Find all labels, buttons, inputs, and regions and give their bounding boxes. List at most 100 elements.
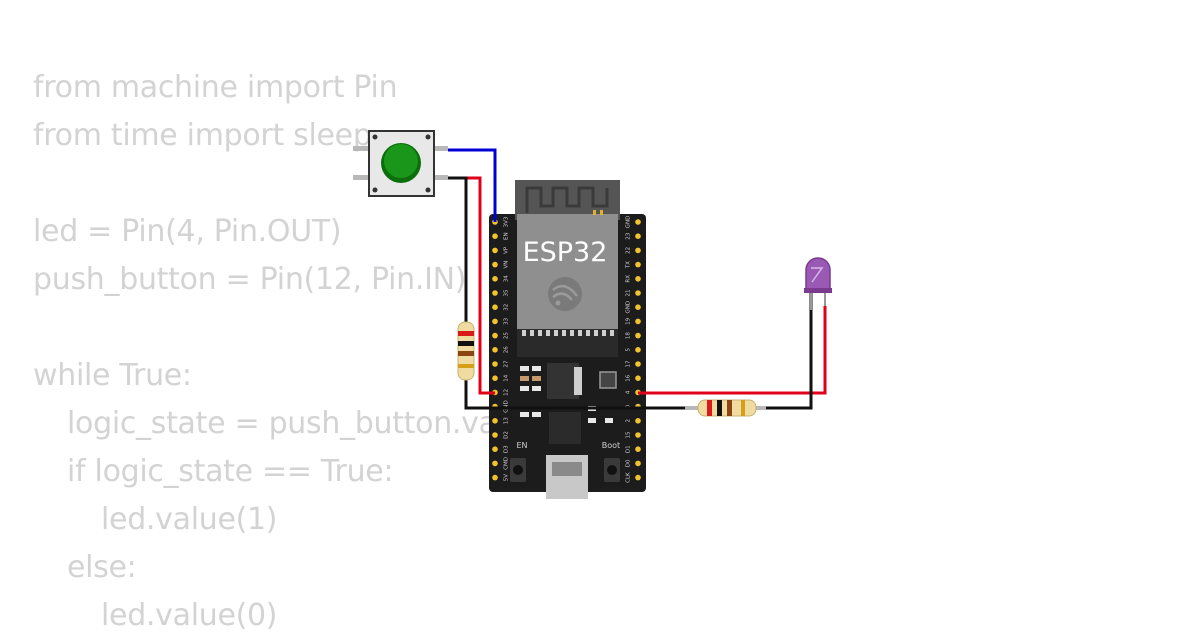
wire-blue-3v3[interactable] (448, 148, 497, 222)
resistor-lead (685, 406, 705, 410)
header-pin[interactable] (635, 347, 641, 353)
header-pin[interactable] (635, 375, 641, 382)
regulator-tab (574, 367, 582, 395)
pin-label: 17 (626, 360, 632, 367)
header-pin[interactable] (492, 304, 498, 311)
chip-castellations (522, 330, 614, 336)
wire-black-resistor-top[interactable] (448, 176, 468, 322)
wire-black-led-cathode[interactable] (762, 292, 813, 410)
pin-label: 32 (504, 304, 510, 311)
led-rim (804, 288, 832, 293)
code-line: led = Pin(4, Pin.OUT) (33, 214, 342, 249)
wire-black-gnd-rail[interactable] (464, 378, 700, 410)
button-screw (372, 134, 378, 140)
led-resistor[interactable] (685, 399, 766, 417)
resistor-band (741, 400, 745, 416)
header-pin[interactable] (492, 460, 498, 467)
pin-label: RX (626, 275, 632, 283)
pin-label: 3V3 (504, 216, 510, 227)
header-pin[interactable] (635, 446, 641, 453)
pin-label: D3 (504, 445, 510, 453)
pin-label: GND (626, 301, 632, 314)
header-pin[interactable] (635, 276, 641, 282)
button-cap-icon (384, 144, 418, 178)
pin-label: CLK (626, 472, 632, 483)
pin-label: D2 (504, 431, 510, 439)
header-pin[interactable] (635, 460, 641, 467)
pin-label: 2 (626, 419, 632, 423)
chip-shield (517, 214, 618, 329)
header-pin[interactable] (635, 219, 641, 225)
header-pin[interactable] (635, 290, 641, 296)
pin-label: 15 (626, 431, 632, 438)
resistor-band (458, 364, 474, 368)
pin-label: 14 (504, 374, 510, 381)
header-pin[interactable] (635, 474, 641, 481)
header-pin[interactable] (635, 304, 641, 311)
header-pin[interactable] (492, 361, 498, 367)
resistor-band (458, 341, 474, 346)
pin-label: 23 (626, 232, 632, 239)
button-body (368, 130, 435, 197)
pin-label: TX (626, 261, 632, 269)
button-screw (425, 134, 431, 140)
pin-label: 5 (626, 348, 632, 352)
button-screw (372, 187, 378, 193)
code-line: if logic_state == True: (67, 454, 394, 489)
header-pin[interactable] (492, 318, 498, 325)
purple-led[interactable] (804, 257, 832, 310)
pin-label: 4 (626, 390, 632, 394)
header-pin[interactable] (492, 261, 498, 268)
header-pin[interactable] (635, 247, 641, 254)
header-pin[interactable] (492, 432, 498, 438)
header-pin[interactable] (492, 233, 498, 239)
pin-label: D1 (626, 445, 632, 453)
pin-label: 13 (504, 417, 510, 424)
pulldown-resistor[interactable] (457, 321, 475, 381)
resistor-band (458, 331, 474, 336)
push-button[interactable] (353, 130, 448, 197)
header-pin[interactable] (635, 233, 641, 239)
header-pin[interactable] (492, 247, 498, 254)
code-line: led.value(1) (101, 502, 278, 537)
header-pin[interactable] (492, 290, 498, 296)
en-button-cap (513, 465, 523, 475)
header-pin[interactable] (492, 332, 498, 339)
pin-label: 22 (626, 247, 632, 254)
pin-label: VN (504, 261, 510, 269)
pin-label: 35 (504, 289, 510, 296)
pin-label: D0 (626, 459, 632, 467)
header-pin[interactable] (635, 318, 641, 325)
pin-label: 12 (504, 389, 510, 396)
header-pin[interactable] (635, 332, 641, 339)
pin-label: 26 (504, 346, 510, 353)
pin-label: 34 (504, 275, 510, 282)
wire-red-gpio4[interactable] (638, 306, 827, 395)
pin-label: GND (626, 216, 632, 229)
header-pin[interactable] (635, 261, 641, 268)
resistor-band (727, 400, 732, 416)
header-pin[interactable] (492, 347, 498, 353)
boot-label: Boot (602, 441, 620, 450)
pin-label: 33 (504, 317, 510, 324)
button-leg (353, 146, 369, 151)
header-pin[interactable] (635, 418, 641, 424)
header-pin[interactable] (492, 418, 498, 424)
code-line: while True: (33, 358, 192, 393)
header-pin[interactable] (635, 361, 641, 367)
header-pin[interactable] (492, 375, 498, 382)
voltage-regulator (547, 363, 579, 399)
header-pin[interactable] (492, 474, 498, 481)
pin-label: 5V (504, 474, 510, 481)
resistor-band (717, 400, 722, 416)
header-pin[interactable] (492, 446, 498, 453)
led-reflection (811, 267, 824, 283)
header-pin[interactable] (492, 276, 498, 282)
usb-uart-chip (549, 412, 581, 444)
header-pin[interactable] (635, 432, 641, 438)
pin-label: 0 (626, 404, 632, 408)
